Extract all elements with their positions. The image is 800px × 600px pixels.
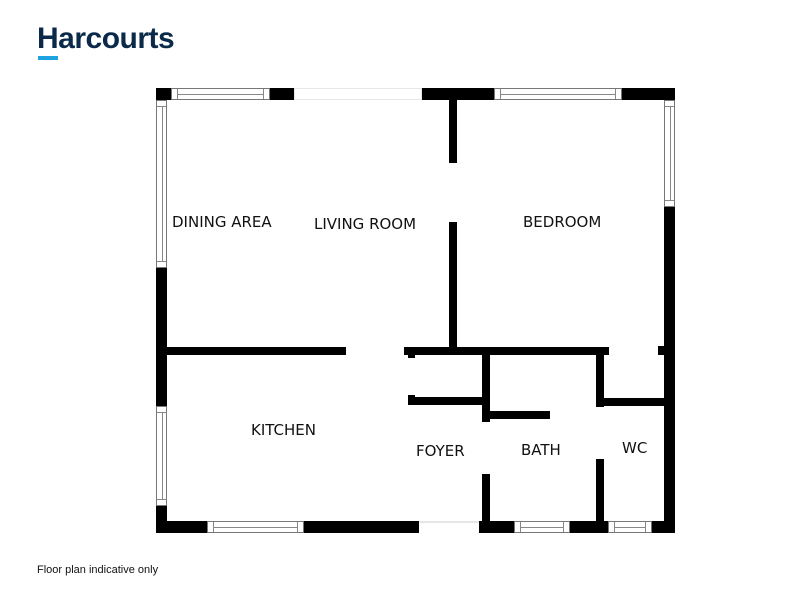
brand-name: Harcourts [37, 22, 175, 55]
wall-right [664, 207, 675, 533]
wall-top-left-corner [156, 88, 171, 100]
entry-door-opening [419, 521, 479, 523]
wall-bottom-bath-left [479, 521, 514, 533]
window-top-bedroom [494, 88, 622, 100]
room-label-living: LIVING ROOM [314, 215, 417, 233]
wall-right-stub [658, 346, 665, 355]
room-label-bath: BATH [521, 441, 561, 459]
room-label-wc: WC [622, 439, 648, 457]
window-bottom-wc [608, 521, 652, 533]
wall-bottom-bath-right [570, 521, 608, 533]
wall-wc-top [604, 398, 664, 406]
wall-wc-left-lower [596, 459, 604, 521]
disclaimer-text: Floor plan indicative only [37, 564, 159, 576]
wall-wc-left-upper [596, 355, 604, 407]
wall-bath-left-lower [482, 474, 490, 521]
harcourts-logo: Harcourts [37, 22, 175, 60]
wall-top-segment-2 [422, 88, 494, 100]
wall-bottom-kitchen [304, 521, 419, 533]
wall-bottom-right [652, 521, 675, 533]
window-bottom-bath [514, 521, 570, 533]
window-right-bedroom [664, 100, 675, 207]
wall-living-bedroom-lower [449, 222, 457, 355]
wall-bath-shelf [490, 411, 550, 419]
wall-bath-left-upper [482, 355, 490, 422]
room-label-kitchen: KITCHEN [251, 421, 316, 439]
wall-bottom-left [156, 521, 207, 533]
opening-top-living [294, 88, 422, 100]
wall-left-mid [156, 268, 167, 406]
wall-left-bottom [156, 506, 167, 533]
window-left-dining [156, 100, 167, 268]
wall-kitchen-top [167, 347, 346, 355]
wall-hall-top [404, 347, 609, 355]
window-bottom-kitchen [207, 521, 304, 533]
room-label-dining: DINING AREA [172, 213, 272, 231]
wall-top-segment [270, 88, 294, 100]
window-top-dining [171, 88, 270, 100]
window-left-kitchen [156, 406, 167, 506]
wall-living-bedroom-upper [449, 100, 457, 163]
wall-top-right-corner [622, 88, 675, 100]
brand-accent-bar [38, 56, 58, 60]
wall-closet-stub-top [408, 355, 415, 358]
room-label-foyer: FOYER [416, 442, 465, 460]
room-label-bedroom: BEDROOM [523, 213, 602, 231]
wall-closet-bottom [408, 397, 488, 405]
